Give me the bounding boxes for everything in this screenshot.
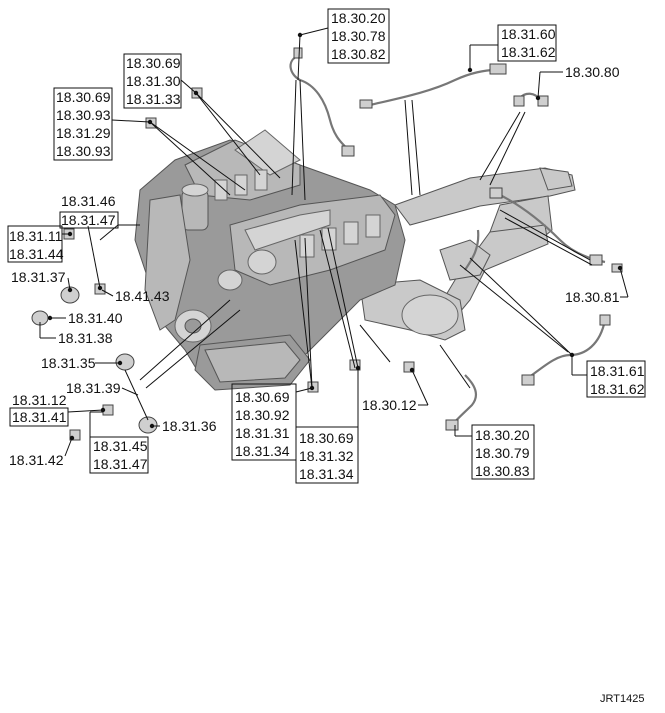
callout-left-mid-b: 18.31.11 18.31.44 <box>7 225 64 263</box>
sensors <box>31 47 623 441</box>
callout-left-top-b: 18.30.69 18.30.93 18.31.29 18.30.93 <box>53 87 113 161</box>
callout-label: 18.31.29 <box>56 125 111 141</box>
callout-label: 18.30.69 <box>299 430 354 446</box>
callout-label: 18.31.61 <box>590 363 645 379</box>
callout-label: 18.30.78 <box>331 28 386 44</box>
callout-label: 18.30.69 <box>235 389 290 405</box>
callout-left-mid-f: 18.31.38 <box>58 330 113 346</box>
callout-label: 18.30.20 <box>475 427 530 443</box>
callout-label: 18.31.33 <box>126 91 181 107</box>
callout-left-mid-c: 18.41.43 <box>115 288 170 304</box>
callout-label: 18.30.83 <box>475 463 530 479</box>
callout-label: 18.31.47 <box>93 456 148 472</box>
coil-packs <box>214 169 381 258</box>
callout-label: 18.31.46 <box>61 193 116 209</box>
callout-label: 18.31.30 <box>126 73 181 89</box>
callout-label: 18.30.92 <box>235 407 290 423</box>
callout-label: 18.31.32 <box>299 448 354 464</box>
callout-label: 18.31.62 <box>501 44 556 60</box>
callout-center-low-c: 18.30.12 <box>362 397 417 413</box>
callout-label: 18.30.82 <box>331 46 386 62</box>
exhaust-system <box>359 167 576 341</box>
figure-code: JRT1425 <box>600 693 644 705</box>
callout-right-low: 18.31.61 18.31.62 <box>586 360 646 398</box>
callout-label: 18.31.34 <box>299 466 354 482</box>
callout-label: 18.31.34 <box>235 443 290 459</box>
callout-label: 18.31.47 <box>61 212 116 228</box>
callout-label: 18.30.20 <box>331 10 386 26</box>
callout-center-low-a: 18.30.69 18.30.92 18.31.31 18.31.34 <box>231 383 297 461</box>
callout-left-mid-d: 18.31.37 <box>11 269 66 285</box>
callout-label: 18.31.12 <box>12 392 67 408</box>
callout-left-low-e: 18.31.42 <box>9 452 64 468</box>
callout-right-mid: 18.30.81 <box>565 289 620 305</box>
callout-label: 18.30.79 <box>475 445 530 461</box>
callout-left-low-c: 18.31.12 18.31.41 <box>9 392 69 427</box>
callout-left-top-a: 18.30.69 18.31.30 18.31.33 <box>123 53 182 109</box>
callout-label: 18.31.45 <box>93 438 148 454</box>
callout-center-low-b: 18.30.69 18.31.32 18.31.34 <box>295 426 359 484</box>
callout-left-low-d: 18.31.36 <box>162 418 217 434</box>
callout-label: 18.31.31 <box>235 425 290 441</box>
callout-label: 18.31.44 <box>9 246 64 262</box>
callout-left-mid-e: 18.31.40 <box>68 310 123 326</box>
callout-left-mid-a: 18.31.46 18.31.47 <box>59 193 119 229</box>
leader-lines <box>39 27 629 457</box>
callout-label: 18.30.93 <box>56 107 111 123</box>
callout-label: 18.30.93 <box>56 143 111 159</box>
callout-label: 18.30.69 <box>126 55 181 71</box>
callout-label: 18.31.62 <box>590 381 645 397</box>
callout-label: 18.31.41 <box>12 409 67 425</box>
callout-left-low-a: 18.31.35 <box>41 355 96 371</box>
engine-illustration <box>134 129 576 391</box>
callout-top-right: 18.31.60 18.31.62 <box>497 24 557 62</box>
callout-bottom-right: 18.30.20 18.30.79 18.30.83 <box>471 424 535 480</box>
callout-top-center: 18.30.20 18.30.78 18.30.82 <box>327 8 390 64</box>
callout-label: 18.31.60 <box>501 26 556 42</box>
callout-left-low-f: 18.31.45 18.31.47 <box>89 436 149 474</box>
callout-label: 18.31.11 <box>9 228 63 244</box>
callout-right-upper: 18.30.80 <box>565 64 620 80</box>
callout-label: 18.30.69 <box>56 89 111 105</box>
callout-left-low-b: 18.31.39 <box>66 380 121 396</box>
